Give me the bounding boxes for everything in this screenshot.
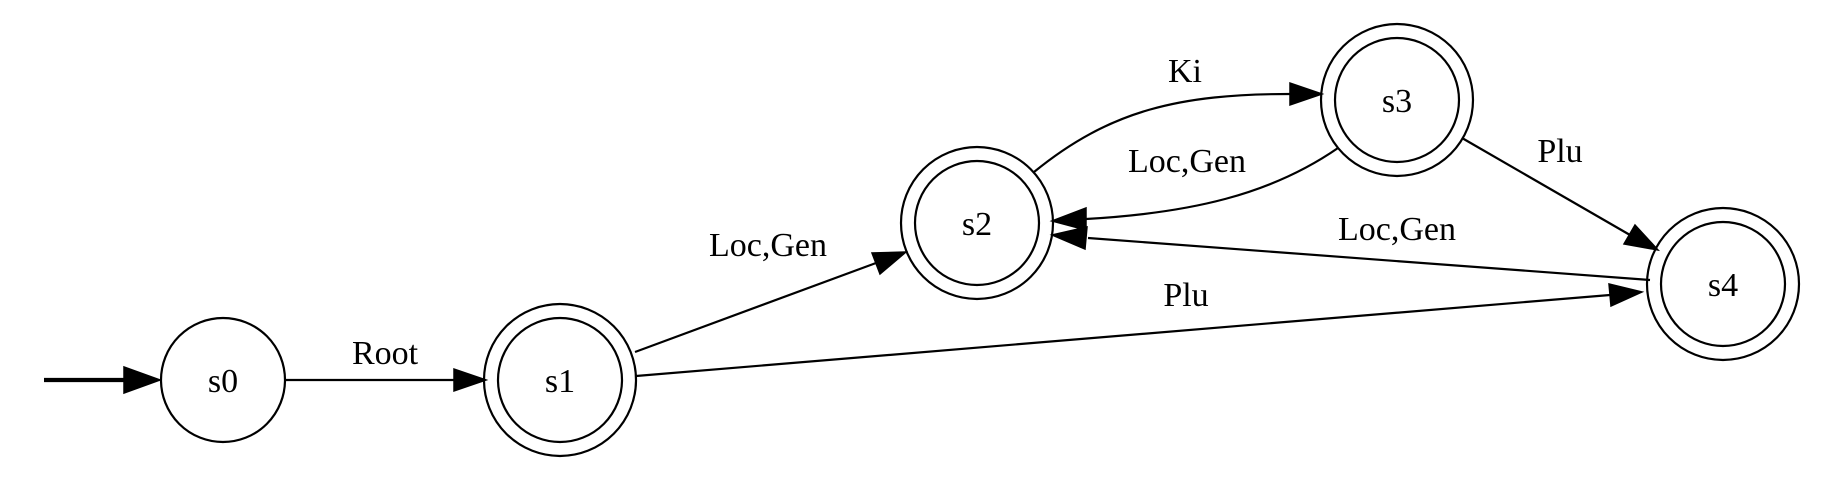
state-s1-label: s1	[545, 363, 575, 400]
edge-s1-s2-label: Loc,Gen	[709, 227, 827, 264]
edge-s2-s3	[1033, 81, 1325, 173]
edge-s1-s4	[635, 283, 1645, 378]
state-s4[interactable]: s4	[1645, 206, 1801, 362]
edge-s0-s1-label: Root	[352, 335, 419, 372]
edge-s4-s2	[1049, 226, 1651, 282]
edge-s1-s4-label: Plu	[1163, 277, 1208, 314]
edge-s3-s2	[1049, 147, 1339, 231]
edge-s3-s4	[1461, 137, 1661, 252]
state-s2[interactable]: s2	[899, 145, 1055, 301]
state-s2-label: s2	[962, 206, 992, 243]
state-s4-label: s4	[1708, 267, 1738, 304]
state-s1[interactable]: s1	[482, 302, 638, 458]
edge-s3-s2-label: Loc,Gen	[1128, 143, 1246, 180]
edge-s3-s4-label: Plu	[1537, 133, 1582, 170]
start-arrow	[44, 365, 163, 395]
edge-s0-s1	[286, 367, 489, 393]
edge-s4-s2-label: Loc,Gen	[1338, 211, 1456, 248]
edge-s1-s2	[634, 251, 909, 354]
state-s3-label: s3	[1382, 83, 1412, 120]
state-s0-label: s0	[208, 363, 238, 400]
state-s3[interactable]: s3	[1319, 22, 1475, 178]
state-s0[interactable]: s0	[159, 316, 287, 444]
edge-s2-s3-label: Ki	[1168, 53, 1202, 90]
